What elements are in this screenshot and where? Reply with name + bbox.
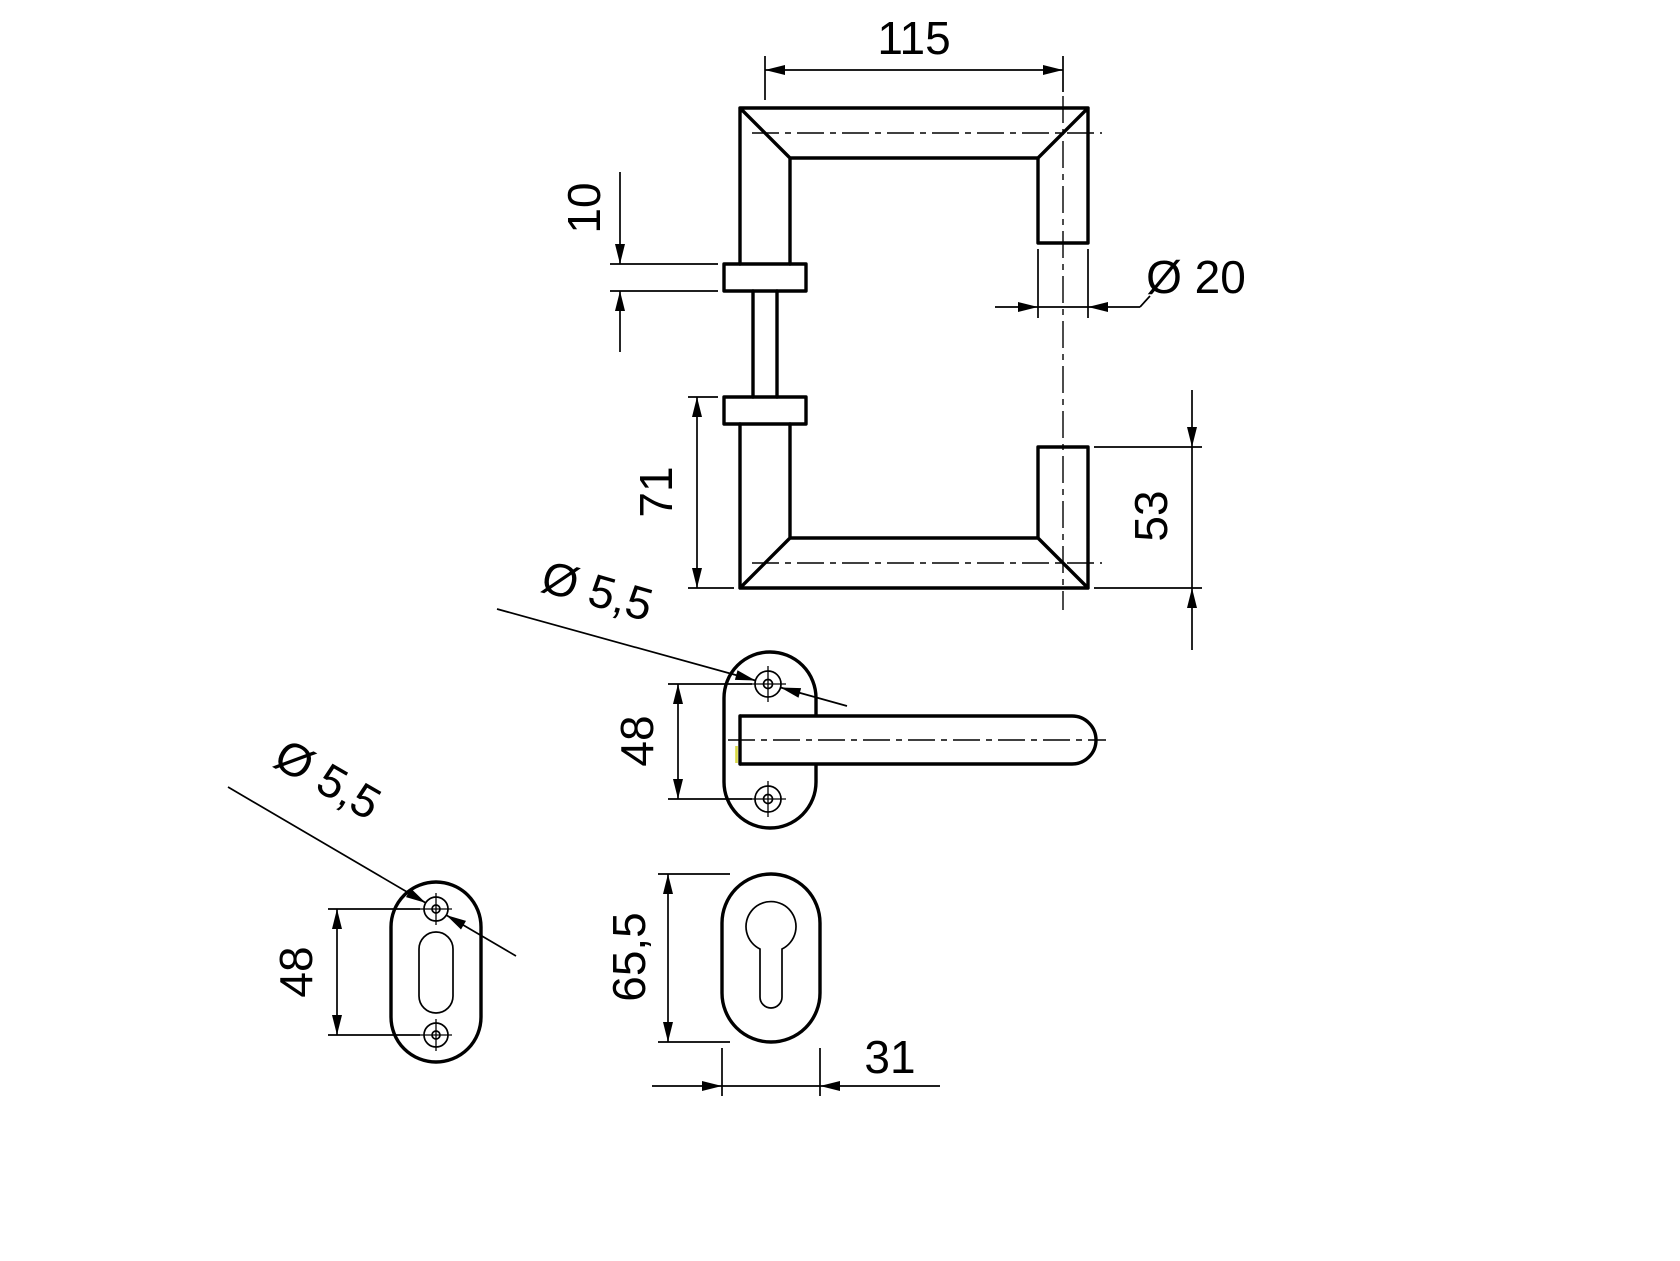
rosette-screw-bottom	[750, 781, 786, 817]
dimension-collar-thickness: 10	[558, 172, 718, 352]
spindle-collar-upper	[722, 262, 808, 293]
rosette-rear-view: 48 Ø 5,5	[227, 728, 517, 1064]
dimension-screw-spacing-front: 48	[611, 683, 752, 800]
dimension-return-length: 53	[1094, 390, 1202, 650]
dim-label-tube-diameter: Ø 20	[1146, 251, 1246, 303]
oval-escutcheon	[720, 872, 822, 1044]
dim-label-screw-diameter-rear: Ø 5,5	[266, 728, 389, 829]
dimension-escutcheon-height: 65,5	[603, 873, 730, 1043]
dimension-stem-length: 71	[630, 396, 734, 589]
rear-screw-bottom	[420, 1019, 452, 1051]
rosette-screw-top	[750, 666, 786, 702]
spindle-collar-lower	[722, 395, 808, 426]
dim-label-escutcheon-height: 65,5	[603, 912, 655, 1002]
dimension-screw-spacing-rear: 48	[270, 908, 420, 1036]
front-view: 115 10 71 Ø 20 53	[558, 12, 1246, 650]
dimension-grip-length: 115	[764, 12, 1064, 100]
dim-label-escutcheon-width: 31	[864, 1031, 915, 1083]
rosette-slot-cutout	[418, 931, 454, 1014]
euro-profile-cutout	[745, 900, 797, 1009]
dimension-tube-diameter: Ø 20	[995, 249, 1246, 318]
dim-label-return-length: 53	[1125, 490, 1177, 541]
dim-label-stem-length: 71	[630, 466, 682, 517]
dim-label-grip-length: 115	[877, 12, 950, 64]
handle-outline	[738, 106, 1090, 590]
side-view: 48 Ø 5,5	[496, 550, 1106, 830]
dimension-escutcheon-width: 31	[652, 1031, 940, 1096]
rear-screw-top	[420, 893, 452, 925]
dim-label-collar-thickness: 10	[558, 182, 610, 233]
escutcheon-view: 65,5 31	[603, 872, 940, 1096]
dim-label-screw-diameter-front: Ø 5,5	[536, 550, 658, 631]
dim-label-screw-spacing-front: 48	[611, 715, 663, 766]
dim-label-screw-spacing-rear: 48	[270, 946, 322, 997]
